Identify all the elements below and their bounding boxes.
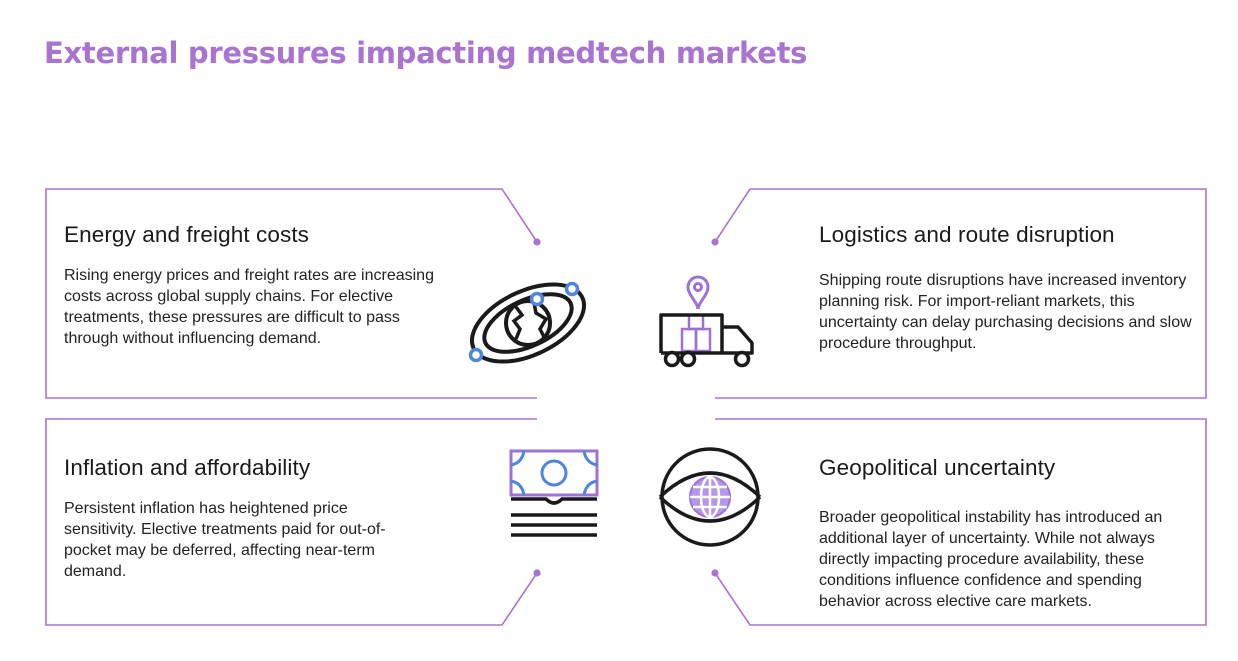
frame-top-left — [45, 188, 538, 399]
globe-eye-icon — [658, 447, 762, 547]
connector-dot-top-left — [533, 238, 541, 246]
panel-body: Persistent inflation has heightened pric… — [64, 500, 386, 580]
panel-energy-freight: Energy and freight costs Rising energy p… — [64, 222, 434, 349]
panel-body: Rising energy prices and freight rates a… — [64, 267, 434, 347]
delivery-truck-icon — [659, 275, 754, 368]
globe-orbit-icon — [468, 281, 587, 364]
connector-dot-bottom-left — [533, 569, 541, 577]
panel-heading: Inflation and affordability — [64, 455, 311, 480]
panel-heading: Geopolitical uncertainty — [819, 455, 1056, 480]
frame-top-right — [714, 188, 1207, 399]
banknote-stack-icon — [509, 449, 599, 537]
frame-bottom-right — [714, 418, 1207, 626]
connector-dot-top-right — [711, 238, 719, 246]
frame-bottom-left — [45, 418, 538, 626]
panel-inflation-affordability: Inflation and affordability Persistent i… — [64, 455, 414, 582]
page-title: External pressures impacting medtech mar… — [44, 36, 808, 70]
panel-heading: Logistics and route disruption — [819, 222, 1115, 247]
panel-logistics-route: Logistics and route disruption Shipping … — [819, 222, 1194, 354]
panel-body: Broader geopolitical instability has int… — [819, 509, 1163, 610]
panel-body: Shipping route disruptions have increase… — [819, 272, 1192, 352]
connector-dot-bottom-right — [711, 569, 719, 577]
panel-geopolitical-uncertainty: Geopolitical uncertainty Broader geopoli… — [819, 455, 1191, 612]
panel-heading: Energy and freight costs — [64, 222, 310, 247]
